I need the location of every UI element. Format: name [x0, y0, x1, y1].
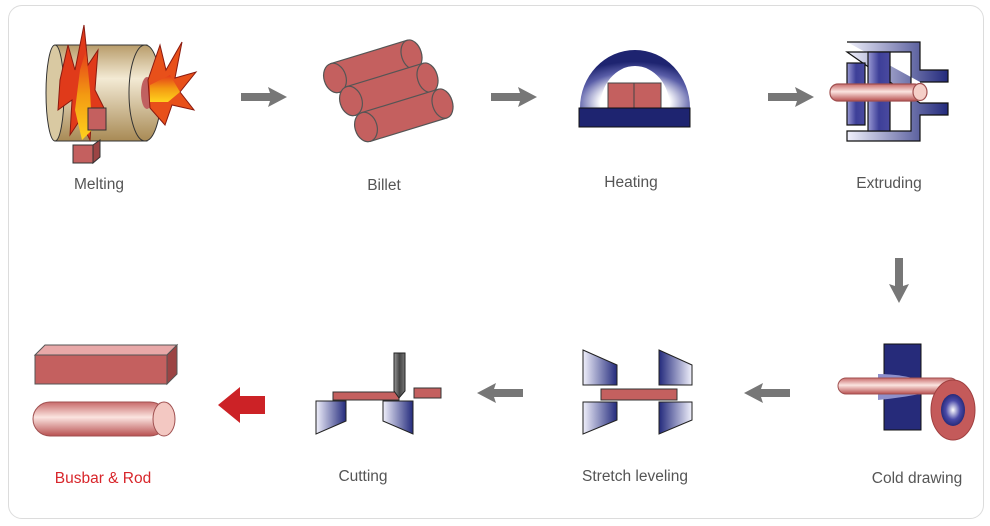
cold-drawing-icon	[837, 343, 976, 441]
billet-icon	[323, 39, 454, 143]
final-arrow-icon	[218, 387, 265, 423]
step-label-extruding: Extruding	[856, 175, 922, 192]
cutting-icon	[315, 352, 442, 435]
arrow-down-icon	[889, 258, 909, 303]
busbar-and-rod-icon	[32, 343, 179, 437]
arrow-right-icon	[768, 87, 814, 107]
step-label-stretch-leveling: Stretch leveling	[582, 468, 688, 485]
step-label-melting: Melting	[74, 176, 124, 193]
arrow-left-icon	[477, 383, 523, 403]
melting-furnace-icon	[45, 24, 198, 165]
step-label-cutting: Cutting	[338, 468, 388, 485]
flow-arrows	[241, 87, 909, 403]
arrow-left-icon	[744, 383, 790, 403]
arrow-right-icon	[491, 87, 537, 107]
extruder-icon	[829, 41, 949, 142]
stretch-leveling-icon	[582, 349, 693, 435]
step-label-cold-drawing: Cold drawing	[871, 470, 963, 487]
diagram-frame	[8, 5, 984, 519]
heating-furnace-icon	[578, 50, 691, 128]
step-label-heating: Heating	[604, 174, 658, 191]
step-label-busbar-and-rod: Busbar & Rod	[54, 470, 152, 487]
arrow-right-icon	[241, 87, 287, 107]
step-label-billet: Billet	[367, 177, 401, 194]
